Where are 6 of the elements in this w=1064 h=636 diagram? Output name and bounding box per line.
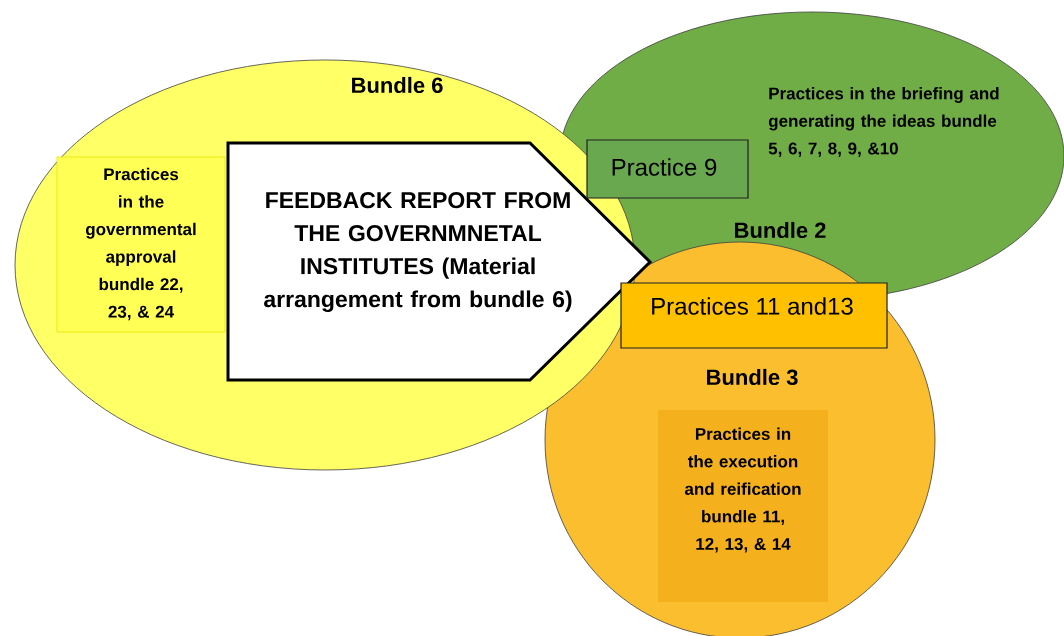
practices-box: Practices in the governmental approval bundle 22, 23, & 24	[56, 156, 226, 333]
practices-box: Practices in the execution and reification bundle 11, 12, 13, & 14	[658, 410, 828, 602]
bundle-heading: Bundle 6	[352, 76, 443, 94]
practices-text: Practices in the briefing and generating the ideas bundle 5, 6, 7, 8, 9, &10	[768, 87, 999, 157]
bundle-heading: Bundle 2	[735, 221, 826, 239]
bundle-heading: Bundle 3	[707, 368, 798, 386]
